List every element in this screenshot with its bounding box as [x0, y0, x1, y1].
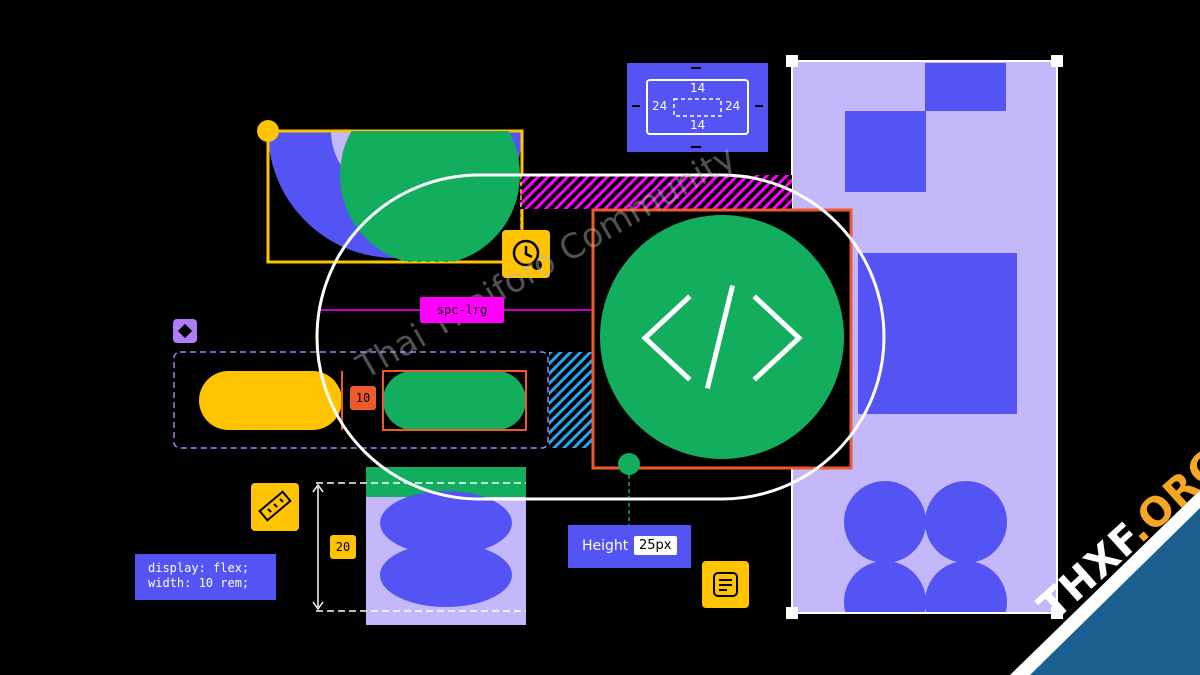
height-value: 25px — [634, 536, 677, 555]
ruler-icon — [251, 483, 299, 531]
code-line-1: display: flex; — [148, 561, 250, 575]
code-line-2: width: 10 rem; — [148, 576, 250, 590]
height-label: Height — [582, 538, 629, 554]
padding-widget — [627, 63, 768, 152]
padding-left-value: 24 — [652, 99, 668, 113]
connector-dot — [618, 453, 640, 475]
hatch-magenta — [520, 175, 792, 209]
history-icon — [502, 230, 550, 278]
height-tag: Height 25px — [568, 525, 691, 568]
block-top-left — [845, 111, 926, 192]
code-frame — [591, 208, 853, 525]
dot-3 — [844, 561, 926, 613]
block-top-right — [925, 63, 1006, 111]
dimension-badge: 20 — [330, 535, 356, 559]
gap-badge: 10 — [350, 386, 376, 410]
resize-handle-tr — [1051, 55, 1063, 67]
padding-bottom-value: 14 — [690, 118, 706, 132]
bottom-ellipse-panel — [312, 467, 526, 625]
resize-handle-bl — [786, 607, 798, 619]
anchor-point — [257, 120, 279, 142]
lens-pill-outline — [315, 173, 886, 501]
right-layout-panel — [786, 55, 1063, 619]
dot-2 — [925, 481, 1007, 563]
thxf-logo — [1010, 490, 1200, 675]
pill-green — [383, 371, 526, 430]
code-brackets-icon — [641, 284, 803, 390]
component-diamond-icon — [173, 319, 197, 343]
resize-handle-br — [1051, 607, 1063, 619]
resize-handle-tl — [786, 55, 798, 67]
padding-top-value: 14 — [690, 81, 706, 95]
green-ring-graphic — [340, 131, 520, 262]
spacing-token-badge: spc-lrg — [420, 297, 504, 323]
pill-yellow — [199, 371, 342, 430]
css-code-snippet: display: flex; width: 10 rem; — [135, 554, 276, 600]
padding-right-value: 24 — [725, 99, 741, 113]
document-icon — [702, 561, 749, 608]
block-large-square — [858, 253, 1017, 414]
hatch-blue — [549, 352, 594, 448]
dot-1 — [844, 481, 926, 563]
dot-4 — [925, 561, 1007, 613]
